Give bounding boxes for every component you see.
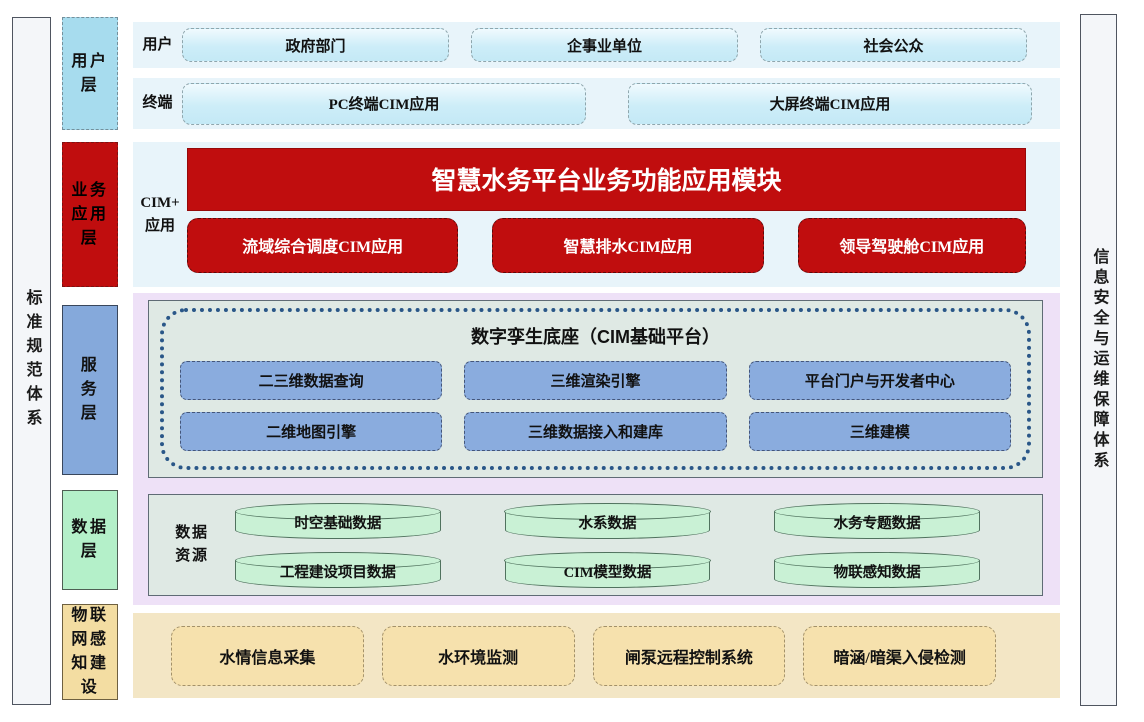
layer-label-service: 服务层	[62, 305, 118, 475]
digital-twin-title: 数字孪生底座（CIM基础平台）	[471, 327, 720, 347]
standards-system-bar: 标准规范体系	[12, 17, 51, 705]
business-main-module-box: 智慧水务平台业务功能应用模块	[187, 148, 1026, 211]
layer-label-business-text: 业务应用层	[71, 181, 109, 247]
data-resource-label-text: 数据资源	[175, 524, 209, 564]
data-cylinder-row-2: 工程建设项目数据 CIM模型数据 物联感知数据	[234, 551, 981, 588]
capability-3d-data-ingest: 三维数据接入和建库	[464, 412, 727, 451]
terminal-row: 终端 PC终端CIM应用 大屏终端CIM应用	[133, 78, 1060, 129]
business-app-basin-dispatch: 流域综合调度CIM应用	[187, 217, 459, 273]
layer-label-service-text: 服务层	[80, 357, 100, 422]
data-resource-container: 数据资源 时空基础数据 水系数据 水务专题数据 工程建设项目数据 CIM模型	[148, 494, 1043, 596]
iot-box-water-environment-monitoring: 水环境监测	[381, 625, 575, 686]
digital-twin-dotted-frame: 数字孪生底座（CIM基础平台） 二三维数据查询 三维渲染引擎 平台门户与开发者中…	[160, 308, 1031, 470]
user-box-enterprise: 企事业单位	[471, 28, 738, 62]
layer-label-business-application: 业务应用层	[62, 142, 118, 287]
terminal-row-boxes: PC终端CIM应用 大屏终端CIM应用	[182, 82, 1060, 125]
data-resource-label: 数据资源	[149, 495, 235, 595]
iot-box-culvert-intrusion-detection: 暗涵/暗渠入侵检测	[803, 625, 996, 686]
iot-box-gate-pump-remote-control: 闸泵远程控制系统	[592, 625, 786, 686]
security-ops-assurance-bar: 信息安全与运维保障体系	[1080, 14, 1117, 706]
business-app-leader-cockpit: 领导驾驶舱CIM应用	[797, 217, 1026, 273]
user-box-government: 政府部门	[182, 28, 449, 62]
business-application-section: CIM+应用 智慧水务平台业务功能应用模块 流域综合调度CIM应用 智慧排水CI…	[133, 142, 1060, 287]
cim-plus-app-label-text: CIM+应用	[140, 195, 180, 234]
standards-system-label: 标准规范体系	[23, 289, 41, 433]
terminal-box-bigscreen-cim: 大屏终端CIM应用	[628, 82, 1032, 125]
capability-2d-map-engine: 二维地图引擎	[180, 412, 443, 451]
security-ops-assurance-label: 信息安全与运维保障体系	[1090, 248, 1108, 472]
user-box-public: 社会公众	[760, 28, 1027, 62]
layer-label-data-text: 数据层	[71, 519, 109, 560]
terminal-row-label: 终端	[142, 95, 173, 112]
iot-box-water-regime-collection: 水情信息采集	[171, 625, 364, 686]
database-construction-project: 工程建设项目数据	[234, 551, 441, 588]
user-row-label: 用户	[142, 36, 173, 53]
capability-2d3d-data-query: 二三维数据查询	[180, 361, 443, 400]
user-row: 用户 政府部门 企事业单位 社会公众	[133, 22, 1060, 68]
cim-plus-app-label: CIM+应用	[133, 142, 187, 287]
layer-label-iot-text: 物联网感知建设	[71, 607, 109, 696]
service-capability-row-1: 二三维数据查询 三维渲染引擎 平台门户与开发者中心	[180, 361, 1011, 400]
business-app-row: 流域综合调度CIM应用 智慧排水CIM应用 领导驾驶舱CIM应用	[187, 217, 1026, 273]
iot-perception-section: 水情信息采集 水环境监测 闸泵远程控制系统 暗涵/暗渠入侵检测	[133, 613, 1060, 698]
capability-portal-developer-center: 平台门户与开发者中心	[748, 361, 1011, 400]
business-app-smart-drainage: 智慧排水CIM应用	[492, 217, 764, 273]
layer-label-user: 用户层	[62, 17, 118, 130]
layer-label-user-text: 用户层	[71, 52, 109, 94]
terminal-box-pc-cim: PC终端CIM应用	[182, 82, 586, 125]
layer-label-iot-perception: 物联网感知建设	[62, 604, 118, 700]
database-water-affairs-thematic: 水务专题数据	[774, 502, 981, 539]
layer-label-data: 数据层	[62, 490, 118, 590]
data-cylinder-rows: 时空基础数据 水系数据 水务专题数据 工程建设项目数据 CIM模型数据 物联感知…	[234, 495, 1042, 595]
business-application-boxes: 智慧水务平台业务功能应用模块 流域综合调度CIM应用 智慧排水CIM应用 领导驾…	[187, 142, 1060, 287]
capability-3d-modeling: 三维建模	[748, 412, 1011, 451]
user-row-boxes: 政府部门 企事业单位 社会公众	[182, 28, 1060, 62]
database-iot-sensing: 物联感知数据	[774, 551, 981, 588]
database-cim-model: CIM模型数据	[504, 551, 711, 588]
service-capability-row-2: 二维地图引擎 三维数据接入和建库 三维建模	[180, 412, 1011, 451]
digital-twin-base-container: 数字孪生底座（CIM基础平台） 二三维数据查询 三维渲染引擎 平台门户与开发者中…	[148, 300, 1043, 478]
database-water-system: 水系数据	[504, 502, 711, 539]
database-spatiotemporal-base: 时空基础数据	[234, 502, 441, 539]
data-cylinder-row-1: 时空基础数据 水系数据 水务专题数据	[234, 502, 981, 539]
capability-3d-render-engine: 三维渲染引擎	[464, 361, 727, 400]
